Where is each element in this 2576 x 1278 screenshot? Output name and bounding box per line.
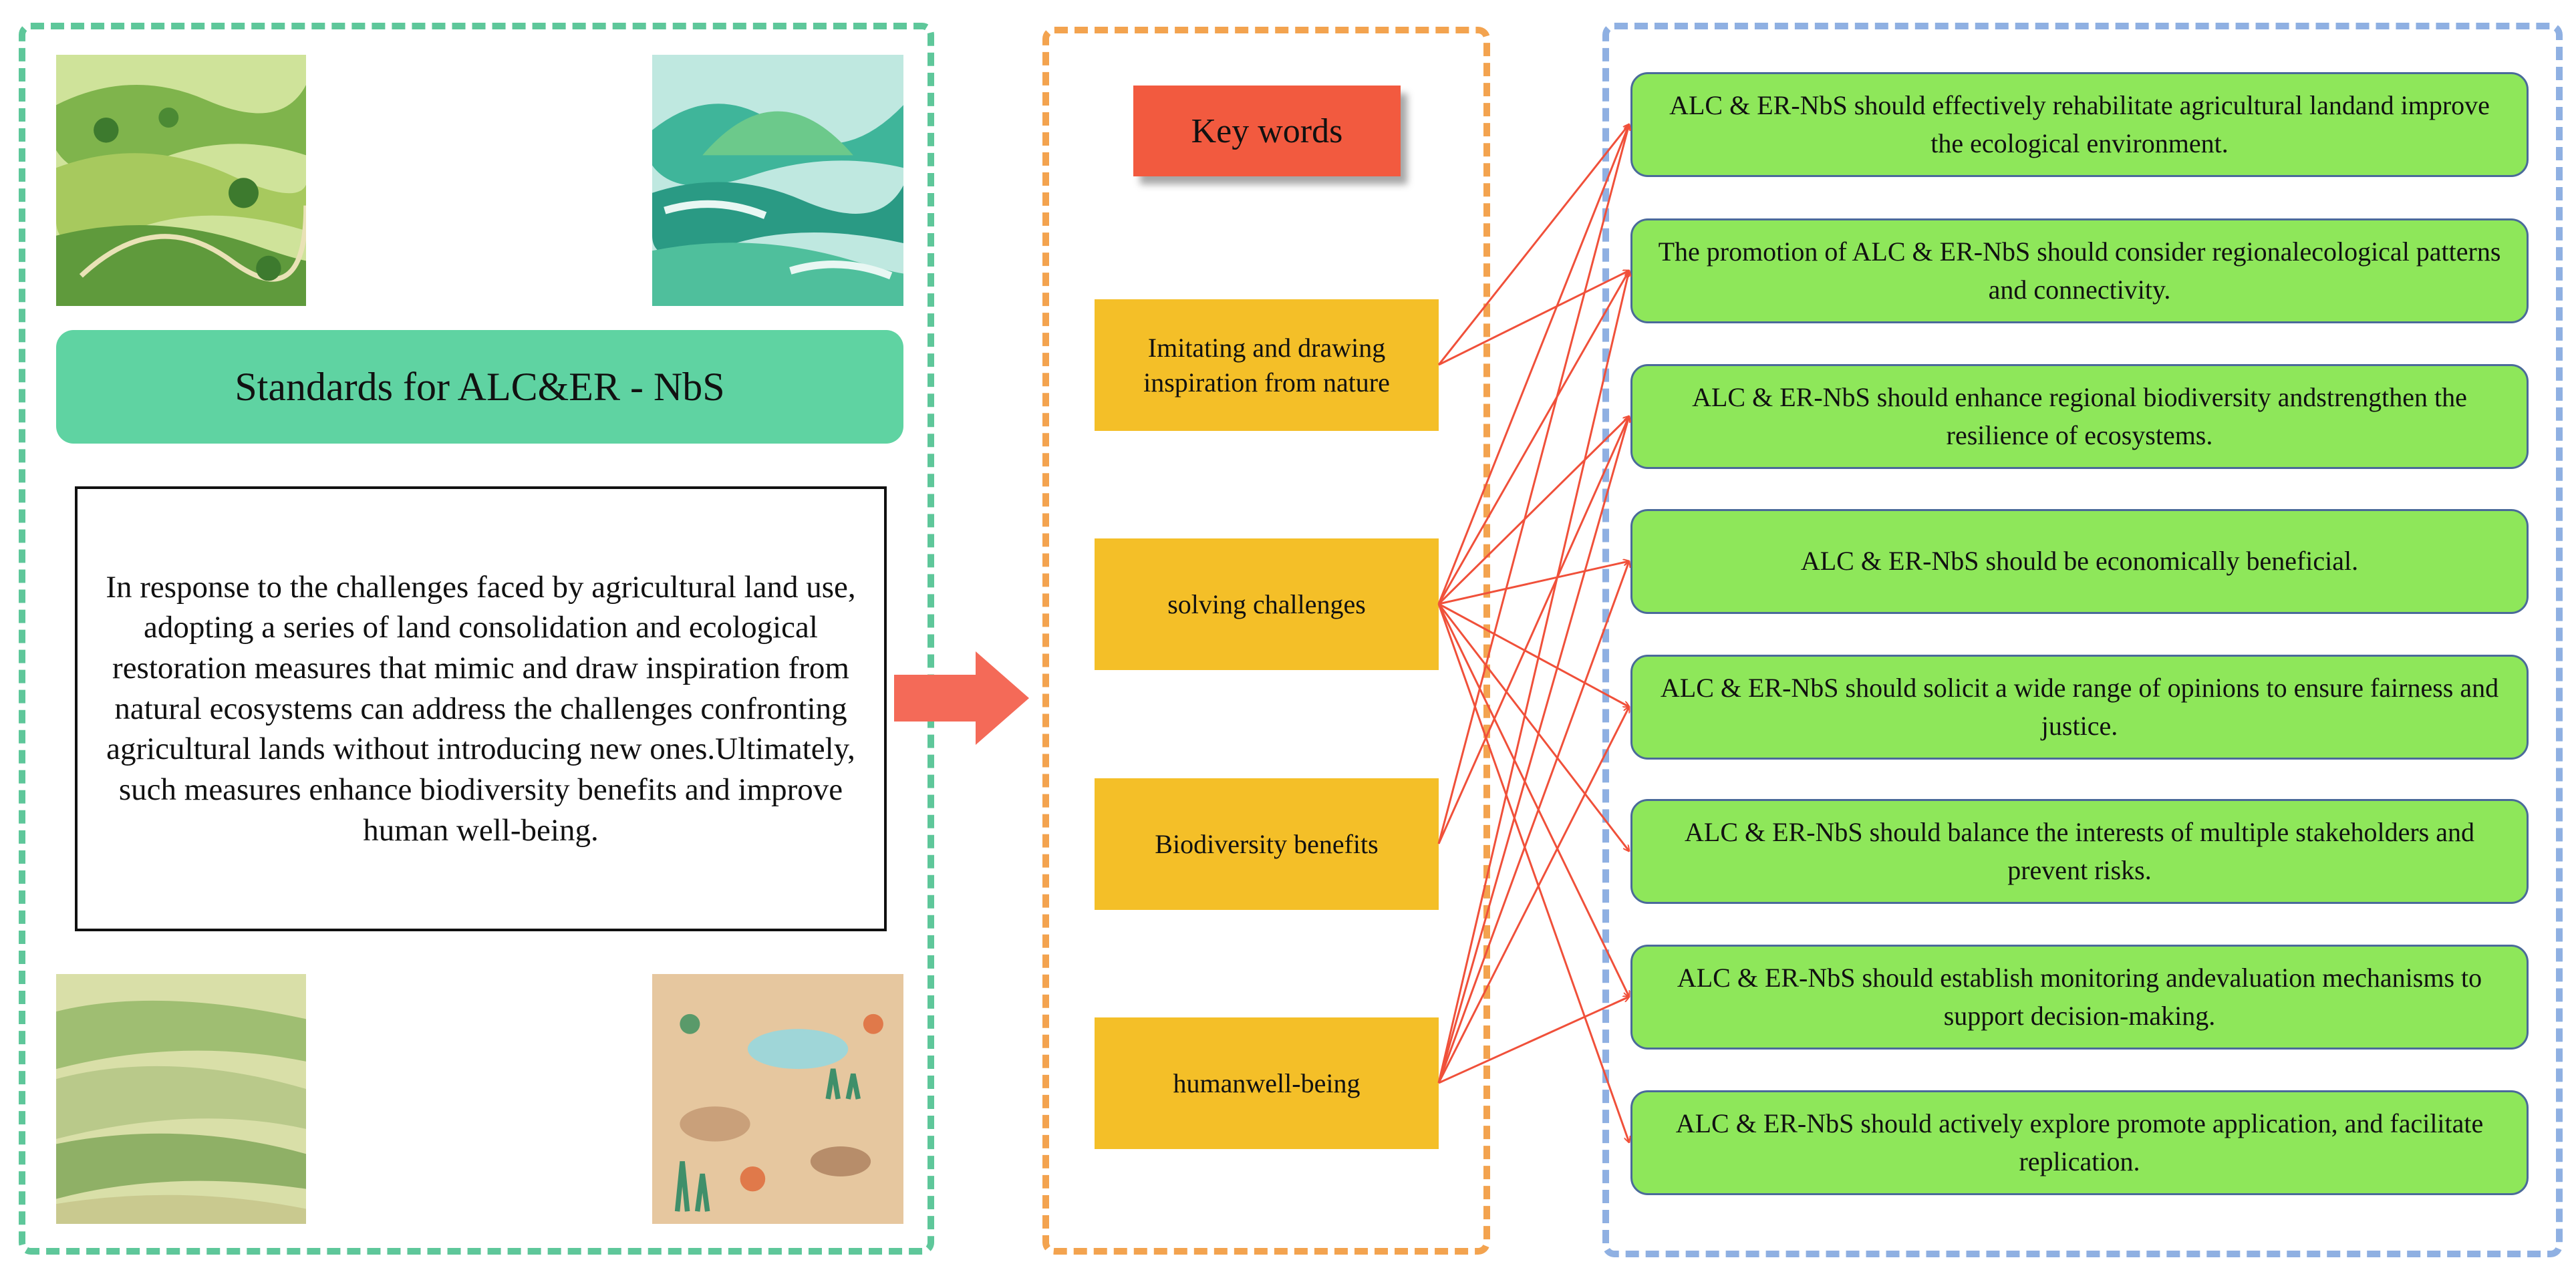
keyword-box: humanwell-being bbox=[1095, 1017, 1439, 1149]
turquoise-hills-landscape-image bbox=[652, 55, 903, 306]
standards-description: In response to the challenges faced by a… bbox=[75, 486, 887, 931]
connector-arrow bbox=[1437, 603, 1629, 997]
grassland-dunes-landscape-image bbox=[56, 974, 306, 1224]
standards-panel bbox=[19, 23, 934, 1255]
principle-box: ALC & ER-NbS should solicit a wide range… bbox=[1630, 655, 2529, 760]
connector-lines bbox=[1437, 124, 1629, 1142]
flow-arrow-icon bbox=[894, 651, 1029, 745]
connector-arrow bbox=[1437, 124, 1629, 605]
keywords-panel bbox=[1042, 27, 1490, 1255]
keyword-box: solving challenges bbox=[1095, 538, 1439, 670]
connector-arrow bbox=[1437, 416, 1629, 1084]
principle-box: ALC & ER-NbS should establish monitoring… bbox=[1630, 945, 2529, 1050]
connector-arrow bbox=[1438, 561, 1629, 605]
principle-box: ALC & ER-NbS should actively explore pro… bbox=[1630, 1090, 2529, 1195]
connector-arrow bbox=[1437, 271, 1629, 1084]
connector-arrow bbox=[1437, 124, 1629, 844]
principle-box: ALC & ER-NbS should enhance regional bio… bbox=[1630, 364, 2529, 469]
connector-arrow bbox=[1437, 416, 1629, 844]
green-farmland-landscape-image bbox=[56, 55, 306, 306]
connector-arrow bbox=[1438, 603, 1629, 707]
standards-title: Standards for ALC&ER - NbS bbox=[56, 330, 903, 444]
connector-arrow bbox=[1437, 707, 1629, 1084]
principle-box: ALC & ER-NbS should balance the interest… bbox=[1630, 799, 2529, 904]
principle-box: ALC & ER-NbS should be economically bene… bbox=[1630, 509, 2529, 614]
keyword-box: Imitating and drawing inspiration from n… bbox=[1095, 299, 1439, 431]
connector-arrow bbox=[1437, 603, 1629, 1142]
key-words-header: Key words bbox=[1133, 86, 1401, 176]
desert-wetland-landscape-image bbox=[652, 974, 903, 1224]
connector-arrow bbox=[1437, 561, 1629, 1084]
principle-box: The promotion of ALC & ER-NbS should con… bbox=[1630, 218, 2529, 323]
principles-panel bbox=[1602, 23, 2563, 1257]
keyword-box: Biodiversity benefits bbox=[1095, 778, 1439, 910]
connector-arrow bbox=[1437, 603, 1629, 851]
connector-arrow bbox=[1438, 997, 1629, 1084]
connector-arrow bbox=[1438, 271, 1629, 366]
connector-arrow bbox=[1437, 416, 1629, 605]
connector-arrow bbox=[1437, 124, 1629, 365]
connector-arrow bbox=[1437, 271, 1629, 605]
